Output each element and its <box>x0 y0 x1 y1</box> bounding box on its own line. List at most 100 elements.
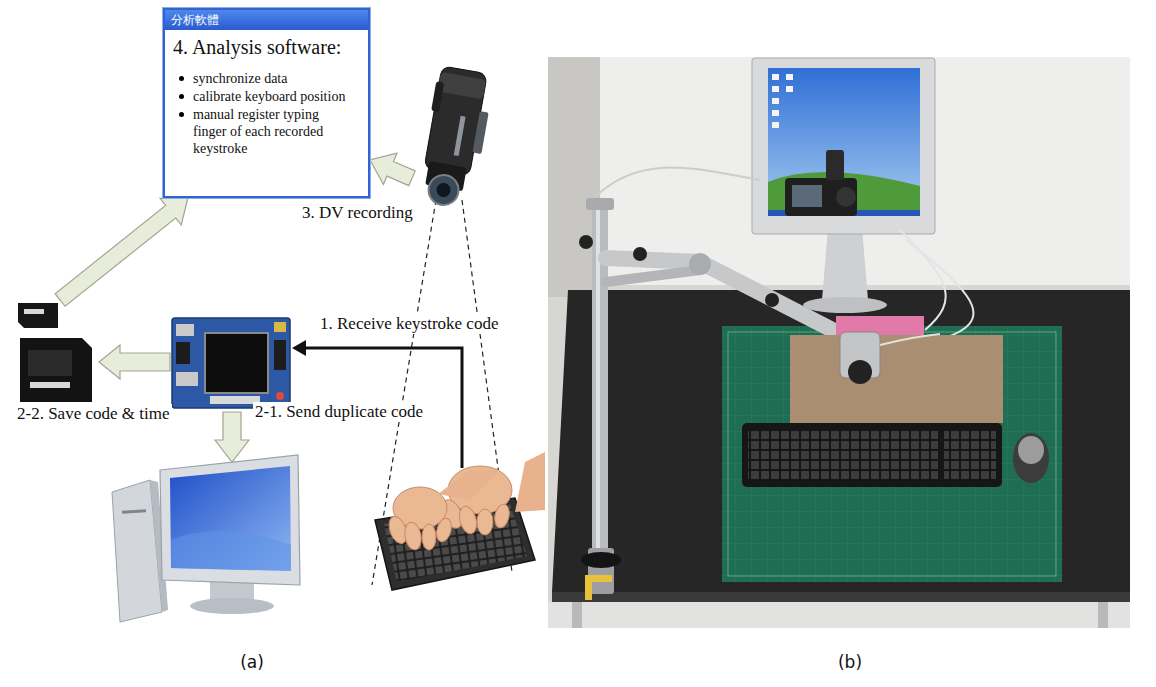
camcorder-icon <box>454 116 466 156</box>
embedded-board <box>274 322 286 332</box>
keyboard-hands <box>457 504 480 535</box>
setup-photo <box>606 258 852 340</box>
camera-view-lines <box>372 200 512 585</box>
setup-photo <box>1013 433 1049 483</box>
window-title-bar: 分析軟體 <box>165 10 368 30</box>
hollow-arrow <box>215 412 249 462</box>
setup-photo <box>606 270 700 282</box>
hollow-arrow <box>370 153 415 185</box>
step-label: 2-1. Send duplicate code <box>253 402 425 422</box>
setup-photo <box>748 430 938 480</box>
bullet-dot <box>179 94 184 99</box>
setup-photo <box>826 150 844 180</box>
setup-photo <box>572 602 582 628</box>
setup-photo <box>944 430 996 480</box>
keyboard-hands <box>422 524 436 550</box>
panel-label: (b) <box>836 652 864 672</box>
setup-photo <box>772 98 779 104</box>
computer-icon <box>160 455 300 585</box>
memory-card-icons <box>18 303 58 328</box>
bullet-text: synchronize data <box>193 70 351 87</box>
setup-photo <box>768 172 920 216</box>
setup-photo <box>768 68 920 216</box>
window-title: 分析軟體 <box>171 13 219 27</box>
setup-photo <box>552 592 1130 602</box>
bullet-row: synchronize data <box>165 70 368 87</box>
keyboard-hands <box>477 509 493 535</box>
setup-photo <box>765 293 779 307</box>
setup-photo <box>586 198 614 210</box>
embedded-board <box>176 372 198 386</box>
setup-photo <box>785 178 857 216</box>
setup-photo <box>600 57 1130 285</box>
setup-photo <box>848 360 872 384</box>
setup-photo <box>728 332 1056 576</box>
memory-card: 2-2. Save code & time <box>15 300 97 404</box>
bullet-text: calibrate keyboard position <box>193 88 351 105</box>
hollow-arrow <box>55 198 188 306</box>
software-window: 分析軟體 4. Analysis software: synchronize dat… <box>163 8 370 198</box>
setup-photo <box>772 86 779 92</box>
setup-photo <box>552 290 1130 592</box>
setup-photo <box>836 187 856 207</box>
memory-card-icons <box>30 382 70 388</box>
memory-card-icons <box>20 338 92 402</box>
keyboard-hands <box>493 503 512 529</box>
bullet-text: manual register typing finger of each re… <box>193 106 351 157</box>
setup-photo <box>722 326 1062 582</box>
camcorder-icon <box>415 65 495 210</box>
setup-photo <box>581 552 621 568</box>
setup-photo <box>548 602 1130 628</box>
hollow-arrow <box>99 345 170 379</box>
setup-photo <box>633 247 647 261</box>
keyboard-hands <box>434 517 454 544</box>
step-label: 1. Receive keystroke code <box>318 314 500 334</box>
embedded-board <box>176 324 194 336</box>
camcorder: 3. DV recording <box>412 55 502 200</box>
setup-photo <box>548 57 1130 628</box>
camcorder-icon <box>424 66 487 176</box>
window-heading: 4. Analysis software: <box>165 30 368 61</box>
setup-photo <box>592 168 760 201</box>
memory-card-icons <box>18 303 92 402</box>
bullet-dot <box>179 76 184 81</box>
keyboard-hands <box>403 521 424 551</box>
computer-icon <box>190 598 274 614</box>
bullet-row: manual register typing finger of each re… <box>165 106 368 157</box>
setup-photo <box>803 297 887 313</box>
keyboard-hands <box>375 452 545 590</box>
camcorder-icon <box>426 173 461 208</box>
camcorder-icon <box>431 81 444 112</box>
embedded-board <box>274 340 286 370</box>
setup-photo <box>822 228 868 300</box>
setup-photo <box>1098 602 1108 628</box>
setup-photo <box>548 57 1130 628</box>
embedded-board <box>172 318 290 408</box>
setup-photo <box>1018 436 1044 464</box>
setup-photo <box>742 423 1002 487</box>
setup-photo <box>772 74 779 80</box>
bullet-row: calibrate keyboard position <box>165 88 368 105</box>
setup-photo <box>585 575 612 600</box>
step-caption: 3. DV recording <box>300 203 415 223</box>
memory-card-icons <box>28 350 72 376</box>
camcorder-icon <box>435 182 451 198</box>
camcorder-icon <box>438 72 487 100</box>
camcorder-icon <box>472 111 488 154</box>
setup-photo <box>772 122 779 128</box>
keystroke-wire <box>292 340 306 356</box>
setup-photo <box>790 335 1003 423</box>
embedded-board <box>276 392 284 400</box>
memory-card-icons <box>24 309 44 314</box>
setup-photo <box>786 74 793 80</box>
panel-label: (a) <box>238 652 266 672</box>
computer-icon <box>122 509 146 514</box>
setup-photo <box>752 58 935 234</box>
setup-photo <box>689 253 711 275</box>
computer-icon <box>171 531 291 571</box>
step-caption: 2-2. Save code & time <box>15 404 172 424</box>
computer-icon <box>170 466 291 571</box>
keyboard-hands <box>438 470 500 500</box>
bullet-dot <box>179 112 184 117</box>
